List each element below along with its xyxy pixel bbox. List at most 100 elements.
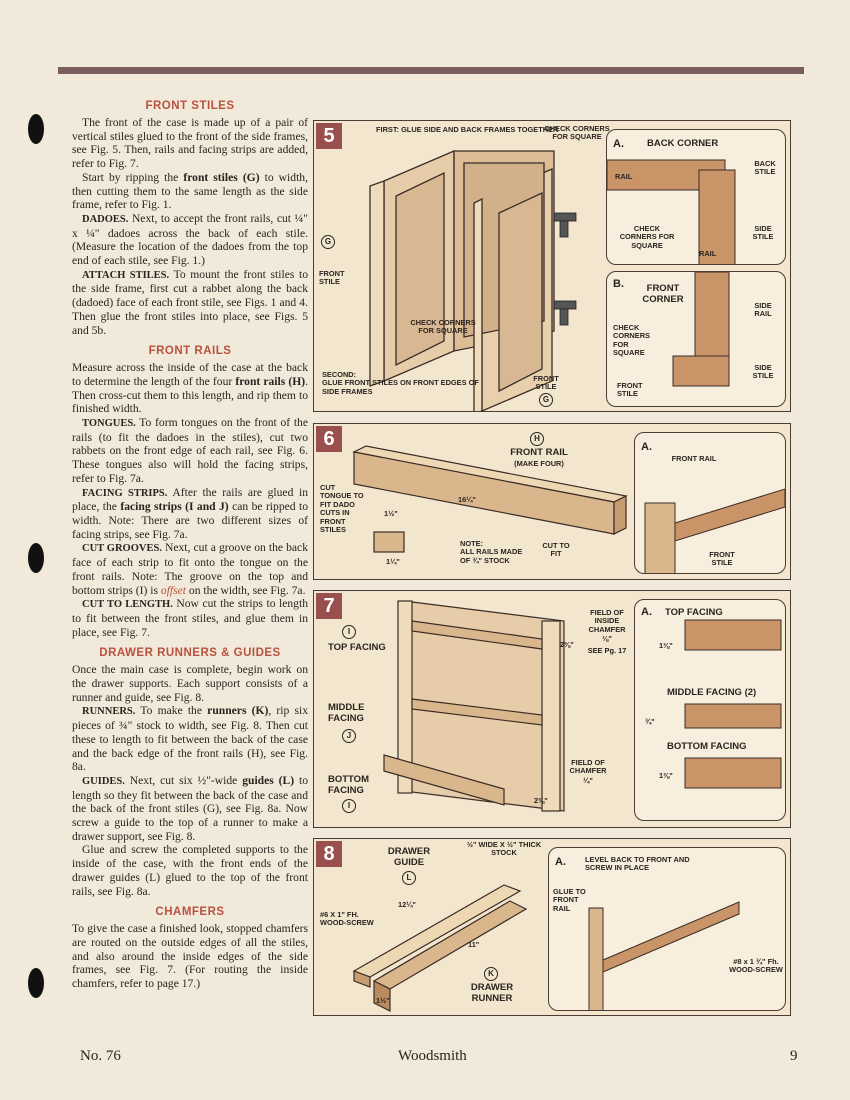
field-chamfer-label: FIELD OF CHAMFER	[569, 758, 607, 776]
glue-note: GLUE TO FRONT RAIL	[553, 887, 586, 913]
check-corners-label: CHECK CORNERS FOR SQUARE	[613, 323, 650, 358]
cut-to-fit-label: CUT TO FIT	[542, 541, 570, 559]
top-facing-label: TOP FACING	[328, 642, 386, 653]
paragraph: RUNNERS. To make the runners (K), rip si…	[72, 704, 309, 774]
dimension: 11"	[468, 940, 480, 949]
rail-label: RAIL	[615, 172, 633, 181]
figure-5-drawing	[369, 150, 577, 411]
dimension: 1½"	[376, 996, 390, 1005]
part-j-marker: J	[342, 729, 356, 743]
figure-8: 8 DRAWER GUIDE L ½" WIDE x ½" THICK STOC…	[313, 838, 791, 1016]
figure-5: 5 FIRST: GLUE SIDE AND BACK FRAMES TOGET…	[313, 120, 791, 412]
figure-8-drawing	[352, 884, 528, 1012]
magazine-name: Woodsmith	[398, 1048, 467, 1064]
note: NOTE:ALL RAILS MADE OF ¾" STOCK	[460, 539, 523, 565]
middle-facing-label: MIDDLE FACING	[328, 702, 365, 724]
drawer-runner-label: DRAWER RUNNER	[470, 982, 514, 1004]
side-rail-label: SIDE RAIL	[754, 301, 772, 319]
dimension: 2⅜"	[560, 640, 574, 649]
paragraph: CUT TO LENGTH. Now cut the strips to len…	[72, 597, 308, 639]
dimension: 1⅜"	[659, 641, 673, 650]
figure-number: 6	[316, 426, 342, 452]
heading-chamfers: CHAMFERS	[155, 906, 225, 919]
issue-number: No. 76	[80, 1048, 121, 1064]
inset-letter: a.	[613, 138, 624, 150]
cut-tongue-label: CUT TONGUE TO FIT DADO CUTS IN FRONT STI…	[320, 483, 364, 535]
make-four-label: (MAKE FOUR)	[514, 459, 564, 468]
article-text: FRONT STILES The front of the case is ma…	[72, 100, 308, 991]
paragraph: TONGUES. To form tongues on the front of…	[72, 416, 308, 485]
dimension: 16¼"	[458, 495, 476, 504]
rail-label: RAIL	[699, 249, 717, 258]
dimension: ¼"	[583, 776, 593, 785]
dimension: 2⅜"	[534, 796, 548, 805]
inset-back-corner: a. BACK CORNER RAIL BACK STILE CHECK COR…	[606, 129, 786, 265]
dimension: ¾"	[645, 717, 655, 726]
dimension: 1⅜"	[659, 771, 673, 780]
front-stile-label: FRONT STILE	[319, 269, 345, 287]
heading-front-rails: FRONT RAILS	[148, 345, 232, 358]
inset-rail-joint: a. FRONT RAIL FRONT STILE	[634, 432, 786, 574]
figure-7-drawing	[383, 600, 565, 812]
inset-runner-install: a. LEVEL BACK TO FRONT AND SCREW IN PLAC…	[548, 847, 786, 1011]
front-stile-label: FRONT STILE	[709, 550, 735, 568]
second-label: SECOND:GLUE FRONT STILES ON FRONT EDGES …	[322, 370, 479, 396]
paragraph: GUIDES. Next, cut six ½"-wide guides (L)…	[72, 773, 308, 843]
drawer-guide-label: DRAWER GUIDE	[387, 846, 431, 868]
inset-facing-sections: a. TOP FACING 1⅜" MIDDLE FACING (2) ¾" B…	[634, 599, 786, 821]
part-g-marker: G	[321, 235, 335, 249]
inset-title: BACK CORNER	[647, 138, 719, 149]
paragraph: CUT GROOVES. Next, cut a groove on the b…	[72, 541, 308, 597]
dimension: ⅛"	[602, 634, 612, 643]
field-chamfer-label: FIELD OF INSIDE CHAMFER	[588, 608, 626, 634]
paragraph: Measure across the inside of the case at…	[72, 361, 308, 416]
heading-drawer-runners: DRAWER RUNNERS & GUIDES	[99, 647, 281, 660]
first-label: FIRST: GLUE SIDE AND BACK FRAMES TOGETHE…	[376, 125, 559, 134]
see-page-label: SEE Pg. 17	[587, 646, 627, 655]
side-stile-label: SIDE STILE	[752, 363, 774, 381]
check-corners-label: CHECK CORNERS FOR SQUARE	[544, 124, 610, 142]
inset-title: FRONT CORNER	[642, 283, 684, 305]
middle-facing-label: MIDDLE FACING (2)	[667, 687, 757, 698]
part-g-marker: G	[539, 393, 553, 407]
paragraph: Glue and screw the completed supports to…	[72, 843, 308, 898]
heading-front-stiles: FRONT STILES	[145, 100, 235, 112]
inset-letter: a.	[641, 441, 652, 453]
dimension: 12¼"	[398, 900, 416, 909]
check-corners-label: CHECK CORNERS FOR SQUARE	[619, 224, 675, 250]
screw-label: #8 x 1 ¾" Fh. WOOD-SCREW	[729, 957, 783, 975]
part-h-marker: H	[530, 432, 544, 446]
inset-letter: a.	[641, 606, 652, 618]
part-l-marker: L	[402, 871, 416, 885]
front-stile-label: FRONT STILE	[617, 381, 643, 399]
side-stile-label: SIDE STILE	[752, 224, 774, 242]
figure-6: 6 H FRONT RAIL (MAKE FOUR) CUT TONGUE TO…	[313, 423, 791, 580]
front-rail-label: FRONT RAIL	[671, 454, 717, 463]
paragraph: The front of the case is made up of a pa…	[72, 116, 308, 171]
back-stile-label: BACK STILE	[754, 159, 776, 177]
front-stile-label: FRONT STILE	[533, 374, 559, 392]
figure-7: 7 I TOP FACING MIDDLE FACING J BOTTOM FA…	[313, 590, 791, 828]
page-number: 9	[790, 1048, 798, 1064]
paragraph: Once the main case is complete, begin wo…	[72, 663, 308, 704]
stock-label: ½" WIDE x ½" THICK STOCK	[466, 840, 542, 858]
check-corners-label: CHECK CORNERS FOR SQUARE	[410, 318, 476, 336]
figure-number: 8	[316, 841, 342, 867]
bottom-facing-label: BOTTOM FACING	[667, 741, 747, 752]
figure-6-drawing	[352, 445, 628, 553]
part-i-marker: I	[342, 625, 356, 639]
inset-letter: b.	[613, 278, 624, 290]
paragraph: DADOES. Next, to accept the front rails,…	[72, 211, 308, 268]
binder-hole-3	[28, 968, 44, 998]
paragraph: Start by ripping the front stiles (G) to…	[72, 170, 308, 212]
paragraph: To give the case a finished look, stoppe…	[72, 922, 308, 991]
top-facing-label: TOP FACING	[665, 607, 723, 618]
header-rule	[58, 67, 804, 74]
binder-hole-1	[28, 114, 44, 144]
binder-hole-2	[28, 543, 44, 573]
inset-letter: a.	[555, 856, 566, 868]
part-k-marker: K	[484, 967, 498, 981]
paragraph: ATTACH STILES. To mount the front stiles…	[72, 267, 309, 337]
front-rail-label: FRONT RAIL	[510, 447, 568, 458]
dimension: 1½"	[384, 509, 398, 518]
